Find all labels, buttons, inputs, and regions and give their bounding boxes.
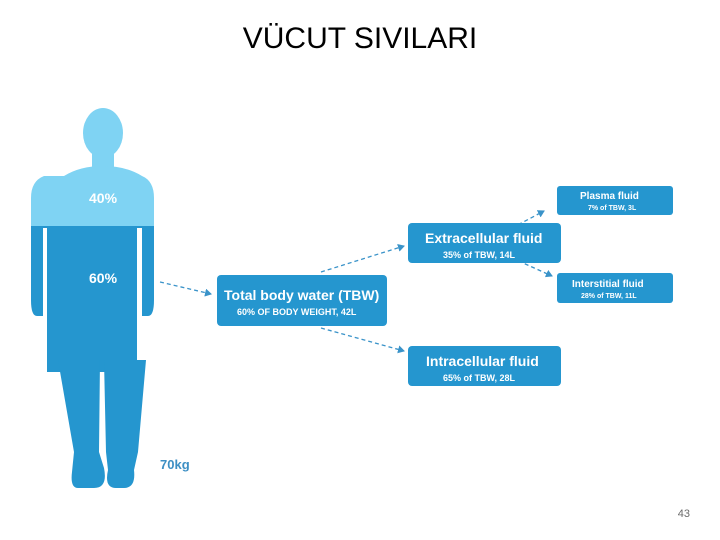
upper-percent-label: 40%: [89, 190, 118, 206]
icf-subtitle: 65% of TBW, 28L: [443, 373, 516, 383]
page-number: 43: [677, 508, 690, 520]
icf-title: Intracellular fluid: [426, 353, 539, 369]
interstitial-box: Interstitial fluid 28% of TBW, 11L: [557, 273, 673, 303]
plasma-box: Plasma fluid 7% of TBW, 3L: [557, 186, 673, 215]
ecf-subtitle: 35% of TBW, 14L: [443, 250, 516, 260]
ecf-title: Extracellular fluid: [425, 230, 542, 246]
human-silhouette: [31, 108, 154, 488]
interstitial-subtitle: 28% of TBW, 11L: [581, 293, 637, 300]
plasma-subtitle: 7% of TBW, 3L: [588, 205, 637, 212]
tbw-title: Total body water (TBW): [224, 287, 379, 303]
arrow-ecf-to-plasma: [511, 210, 545, 229]
body-weight-label: 70kg: [160, 457, 190, 472]
ecf-box: Extracellular fluid 35% of TBW, 14L: [408, 223, 561, 263]
tbw-box: Total body water (TBW) 60% OF BODY WEIGH…: [217, 275, 387, 326]
arrow-tbw-to-ecf: [320, 243, 405, 273]
icf-box: Intracellular fluid 65% of TBW, 28L: [408, 346, 561, 386]
plasma-title: Plasma fluid: [580, 191, 639, 202]
arrow-body-to-tbw: [159, 281, 212, 297]
slide-title: VÜCUT SIVILARI: [242, 22, 478, 55]
lower-percent-label: 60%: [89, 270, 118, 286]
interstitial-title: Interstitial fluid: [572, 279, 644, 290]
tbw-subtitle: 60% OF BODY WEIGHT, 42L: [237, 307, 357, 317]
arrow-tbw-to-icf: [320, 327, 405, 354]
